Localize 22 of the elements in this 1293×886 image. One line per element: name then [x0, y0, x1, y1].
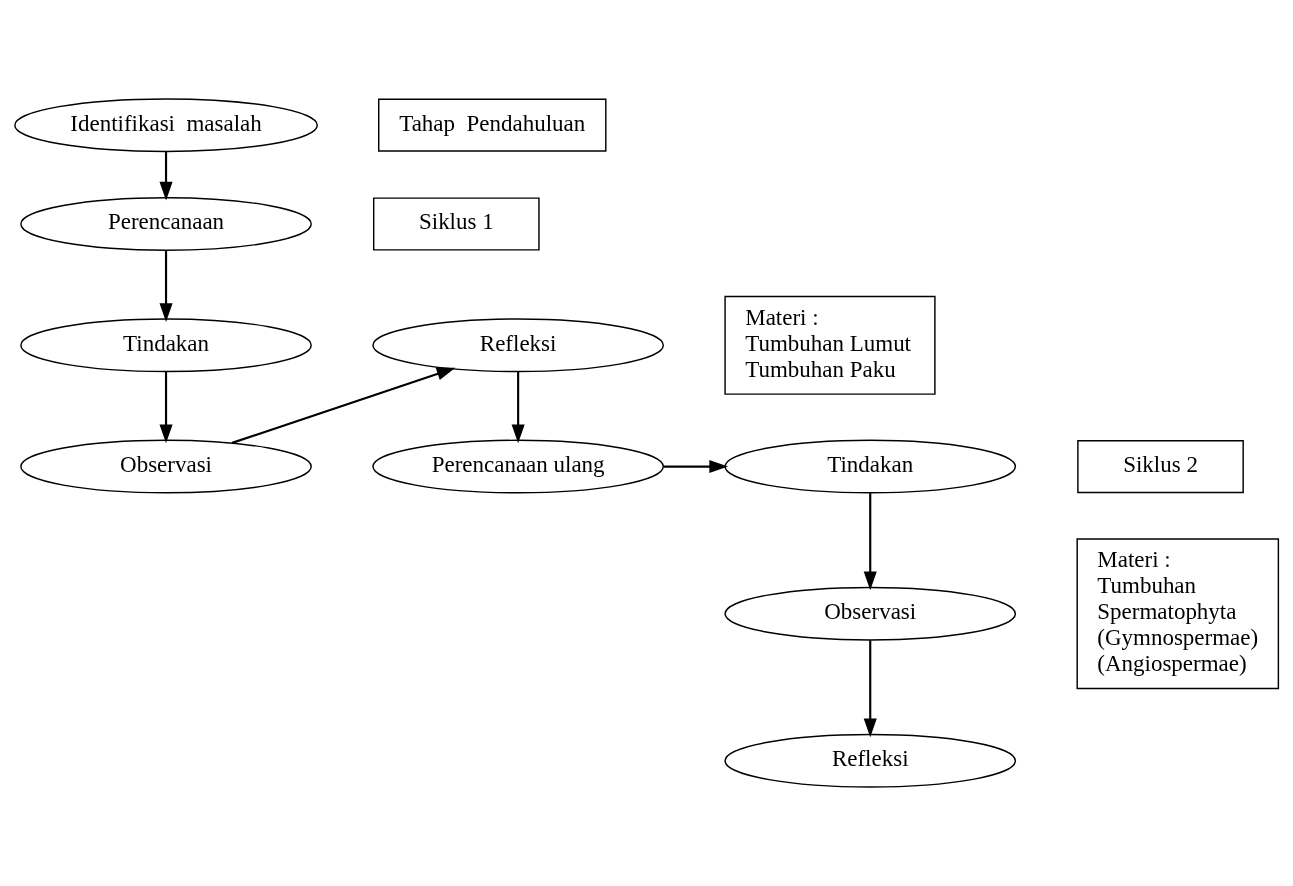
node-box: Materi : Tumbuhan Spermatophyta (Gymnospermae) (Angiospermae)	[1076, 538, 1280, 690]
arrow	[159, 371, 173, 444]
node-ellipse: Observasi	[724, 586, 1017, 641]
arrow	[159, 250, 173, 323]
node-ellipse: Tindakan	[20, 318, 312, 373]
node-box: Tahap Pendahuluan	[378, 98, 607, 152]
node-box: Materi : Tumbuhan Lumut Tumbuhan Paku	[724, 295, 936, 395]
arrow	[511, 371, 525, 444]
node-ellipse: Refleksi	[372, 318, 664, 373]
node-ellipse: Identifikasi masalah	[14, 98, 318, 153]
node-box: Siklus 1	[372, 197, 540, 251]
node-box: Siklus 2	[1077, 439, 1244, 494]
arrow	[159, 151, 173, 201]
node-ellipse: Perencanaan	[20, 197, 312, 251]
arrow	[663, 460, 729, 474]
node-ellipse: Tindakan	[724, 439, 1017, 494]
arrow	[863, 640, 877, 738]
arrow	[863, 493, 877, 591]
node-ellipse: Perencanaan ulang	[372, 439, 664, 494]
arrow	[231, 367, 456, 444]
node-ellipse: Refleksi	[724, 733, 1017, 788]
node-ellipse: Observasi	[20, 439, 312, 494]
